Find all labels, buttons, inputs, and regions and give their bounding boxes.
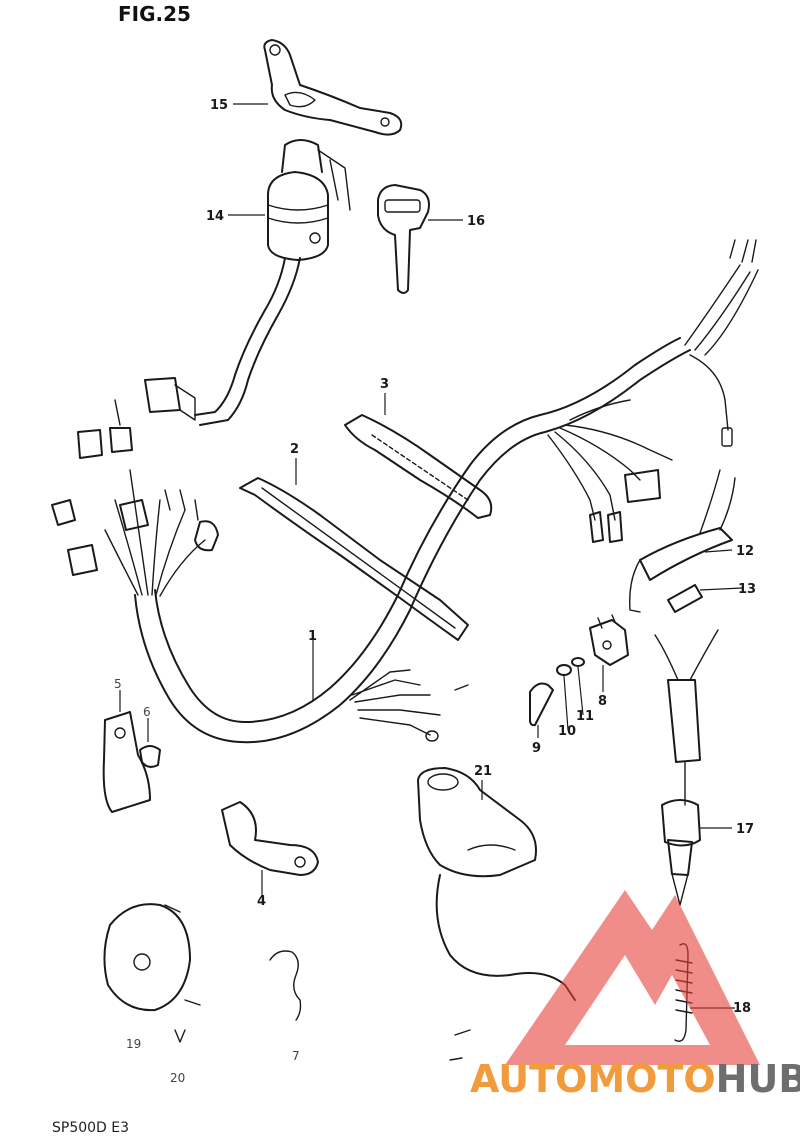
callout-14: 14 [206, 209, 224, 224]
part-fuse [667, 584, 703, 613]
part-mounting-bracket [221, 801, 319, 876]
callout-10: 10 [558, 724, 576, 739]
part-main-wire-harness [51, 239, 759, 744]
figure-title: FIG.25 [118, 2, 191, 26]
part-horn [103, 903, 201, 1043]
part-small-bracket [102, 711, 161, 813]
callout-1: 1 [308, 629, 317, 644]
callout-12: 12 [736, 544, 754, 559]
part-clamp-band [344, 414, 493, 519]
watermark-hub: HUB [716, 1057, 800, 1101]
part-relay-and-fasteners [529, 614, 629, 727]
watermark-triangle-icon [505, 890, 760, 1065]
watermark-auto: AUTO [470, 1057, 587, 1101]
part-key [377, 184, 430, 294]
watermark-moto: MOTO [587, 1057, 715, 1101]
callout-20: 20 [170, 1071, 185, 1085]
part-handle-bracket [263, 39, 403, 136]
callout-2: 2 [290, 442, 299, 457]
callout-17: 17 [736, 822, 754, 837]
callout-7: 7 [292, 1049, 300, 1063]
callout-19: 19 [126, 1037, 141, 1051]
part-fuse-holder [629, 469, 736, 613]
callout-15: 15 [210, 98, 228, 113]
watermark-text: AUTOMOTOHUB [470, 1057, 800, 1101]
part-switch-housing [417, 767, 576, 1061]
callout-9: 9 [532, 741, 541, 756]
part-strap-long [239, 477, 469, 641]
figure-footer: SP500D E3 [52, 1120, 129, 1136]
callout-18: 18 [733, 1001, 751, 1016]
callout-21: 21 [474, 764, 492, 779]
callout-11: 11 [576, 709, 594, 724]
part-cable-clip [269, 950, 302, 1021]
callout-8: 8 [598, 694, 607, 709]
callout-3: 3 [380, 377, 389, 392]
part-ignition-switch [144, 139, 351, 426]
callout-4: 4 [257, 894, 266, 909]
callout-6: 6 [143, 705, 151, 719]
callout-16: 16 [467, 214, 485, 229]
callout-5: 5 [114, 677, 122, 691]
callout-13: 13 [738, 582, 756, 597]
part-switch-sensor [654, 629, 719, 906]
watermark-logo: AUTOMOTOHUB [470, 890, 800, 1101]
